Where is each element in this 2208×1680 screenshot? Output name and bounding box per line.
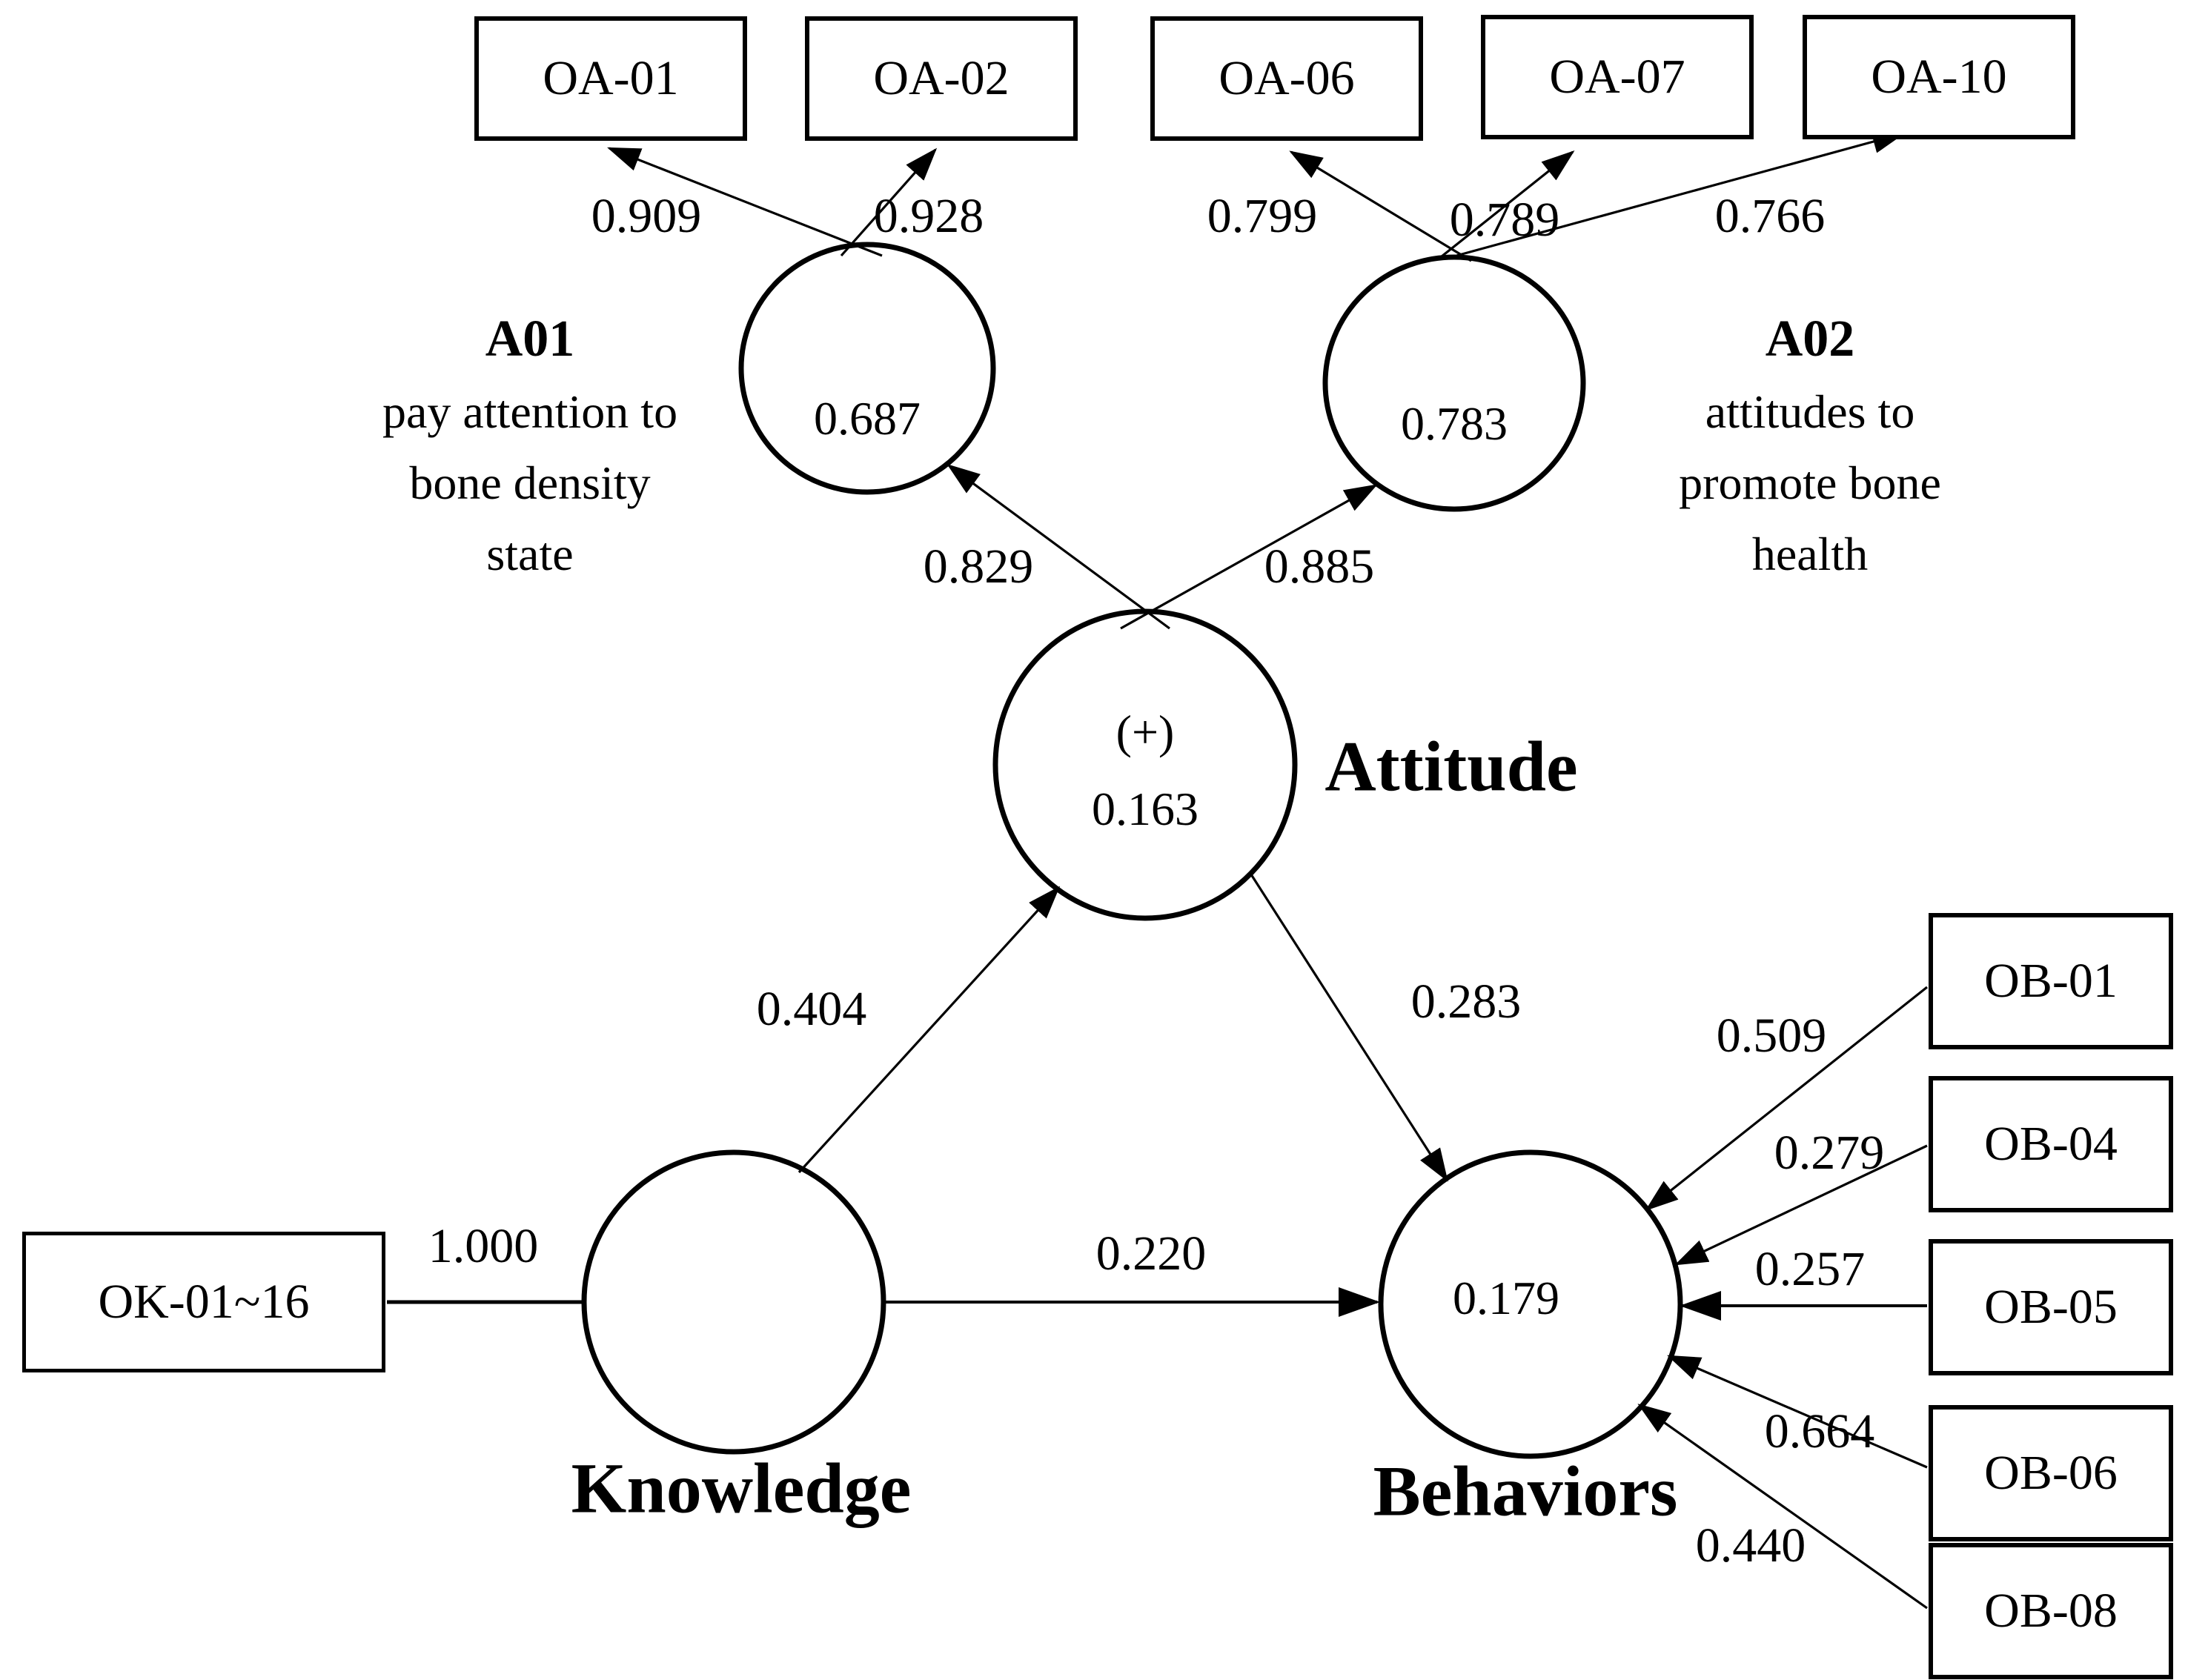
construct-name-behaviors: Behaviors xyxy=(1373,1451,1678,1531)
side-label-a01-code: A01 xyxy=(485,311,575,368)
side-label-a02-line3: health xyxy=(1751,528,1869,580)
path-arrow-a02-to-oa06 xyxy=(1289,150,1472,262)
indicator-box-ob01: OB-01 xyxy=(1929,913,2173,1049)
indicator-box-ob08: OB-08 xyxy=(1929,1543,2173,1679)
indicator-label-ok: OK-01~16 xyxy=(98,1275,310,1329)
path-label-attitude-a02: 0.885 xyxy=(1264,539,1375,594)
path-arrow-a02-to-oa07 xyxy=(1437,150,1575,261)
path-arrow-attitude-to-a02 xyxy=(1120,484,1378,630)
latent-knowledge-ellipse xyxy=(581,1149,886,1455)
path-arrow-attitude-to-behaviors xyxy=(1250,874,1448,1182)
latent-a02-value: 0.783 xyxy=(1401,397,1508,450)
loading-label-ob05: 0.257 xyxy=(1754,1242,1866,1296)
latent-attitude-value: 0.163 xyxy=(1092,783,1199,835)
indicator-box-oa01: OA-01 xyxy=(474,16,747,141)
latent-attitude-sign: (+) xyxy=(1115,705,1175,758)
latent-behaviors-value: 0.179 xyxy=(1453,1272,1559,1324)
loading-label-ob01: 0.509 xyxy=(1716,1009,1827,1063)
indicator-label-ob08: OB-08 xyxy=(1984,1584,2118,1638)
latent-a01-value: 0.687 xyxy=(814,392,921,445)
path-arrow-ob01-to-behaviors xyxy=(1645,986,1928,1211)
indicator-box-oa02: OA-02 xyxy=(805,16,1078,141)
loading-label-ok: 1.000 xyxy=(428,1219,539,1273)
indicator-box-oa10: OA-10 xyxy=(1803,15,2075,139)
path-arrow-ob06-to-behaviors xyxy=(1667,1355,1928,1469)
side-label-a02-code: A02 xyxy=(1765,311,1855,368)
path-arrow-a01-to-oa02 xyxy=(840,147,938,257)
indicator-label-oa01: OA-01 xyxy=(543,51,679,105)
indicator-label-ob01: OB-01 xyxy=(1984,954,2118,1008)
indicator-label-oa10: OA-10 xyxy=(1871,50,2007,104)
side-label-a02-line1: attitudes to xyxy=(1705,385,1915,438)
indicator-box-ob04: OB-04 xyxy=(1929,1076,2173,1212)
construct-name-knowledge: Knowledge xyxy=(571,1448,912,1528)
path-arrow-knowledge-to-attitude xyxy=(798,886,1061,1174)
latent-attitude-ellipse xyxy=(992,608,1298,921)
latent-a02-ellipse xyxy=(1322,254,1586,512)
construct-name-attitude: Attitude xyxy=(1325,726,1578,806)
side-label-a02: A02 attitudes to promote bone health xyxy=(1679,302,1941,590)
path-arrow-a02-to-oa10 xyxy=(1456,130,1906,257)
loading-label-ob08: 0.440 xyxy=(1695,1518,1806,1573)
path-arrow-a01-to-oa01 xyxy=(607,147,883,257)
path-arrow-ob08-to-behaviors xyxy=(1637,1404,1928,1610)
indicator-box-oa07: OA-07 xyxy=(1481,15,1754,139)
loading-label-ob06: 0.664 xyxy=(1764,1404,1875,1458)
side-label-a01: A01 pay attention to bone density state xyxy=(382,302,677,590)
loading-label-ob04: 0.279 xyxy=(1774,1126,1885,1180)
latent-a01-ellipse xyxy=(738,242,996,495)
indicator-label-oa06: OA-06 xyxy=(1219,51,1355,105)
indicator-label-ob05: OB-05 xyxy=(1984,1280,2118,1334)
side-label-a02-line2: promote bone xyxy=(1679,456,1941,509)
loading-label-oa02: 0.928 xyxy=(873,189,984,243)
indicator-box-ok: OK-01~16 xyxy=(22,1232,385,1372)
indicator-box-ob06: OB-06 xyxy=(1929,1405,2173,1541)
loading-label-oa10: 0.766 xyxy=(1714,189,1826,243)
loading-label-oa06: 0.799 xyxy=(1207,189,1318,243)
side-label-a01-line3: state xyxy=(486,528,574,580)
indicator-box-oa06: OA-06 xyxy=(1150,16,1423,141)
indicator-label-oa07: OA-07 xyxy=(1549,50,1685,104)
path-arrow-ob04-to-behaviors xyxy=(1674,1144,1928,1266)
path-label-attitude-behaviors: 0.283 xyxy=(1410,975,1522,1029)
indicator-box-ob05: OB-05 xyxy=(1929,1239,2173,1375)
path-label-attitude-a01: 0.829 xyxy=(923,539,1034,594)
loading-label-oa07: 0.789 xyxy=(1449,193,1560,247)
side-label-a01-line1: pay attention to xyxy=(382,385,678,438)
indicator-label-ob06: OB-06 xyxy=(1984,1446,2118,1500)
path-arrow-attitude-to-a01 xyxy=(946,464,1170,630)
loading-label-oa01: 0.909 xyxy=(591,189,702,243)
path-label-knowledge-behaviors: 0.220 xyxy=(1095,1226,1207,1281)
side-label-a01-line2: bone density xyxy=(409,456,651,509)
path-label-knowledge-attitude: 0.404 xyxy=(756,982,867,1036)
indicator-label-ob04: OB-04 xyxy=(1984,1117,2118,1171)
indicator-label-oa02: OA-02 xyxy=(873,51,1009,105)
